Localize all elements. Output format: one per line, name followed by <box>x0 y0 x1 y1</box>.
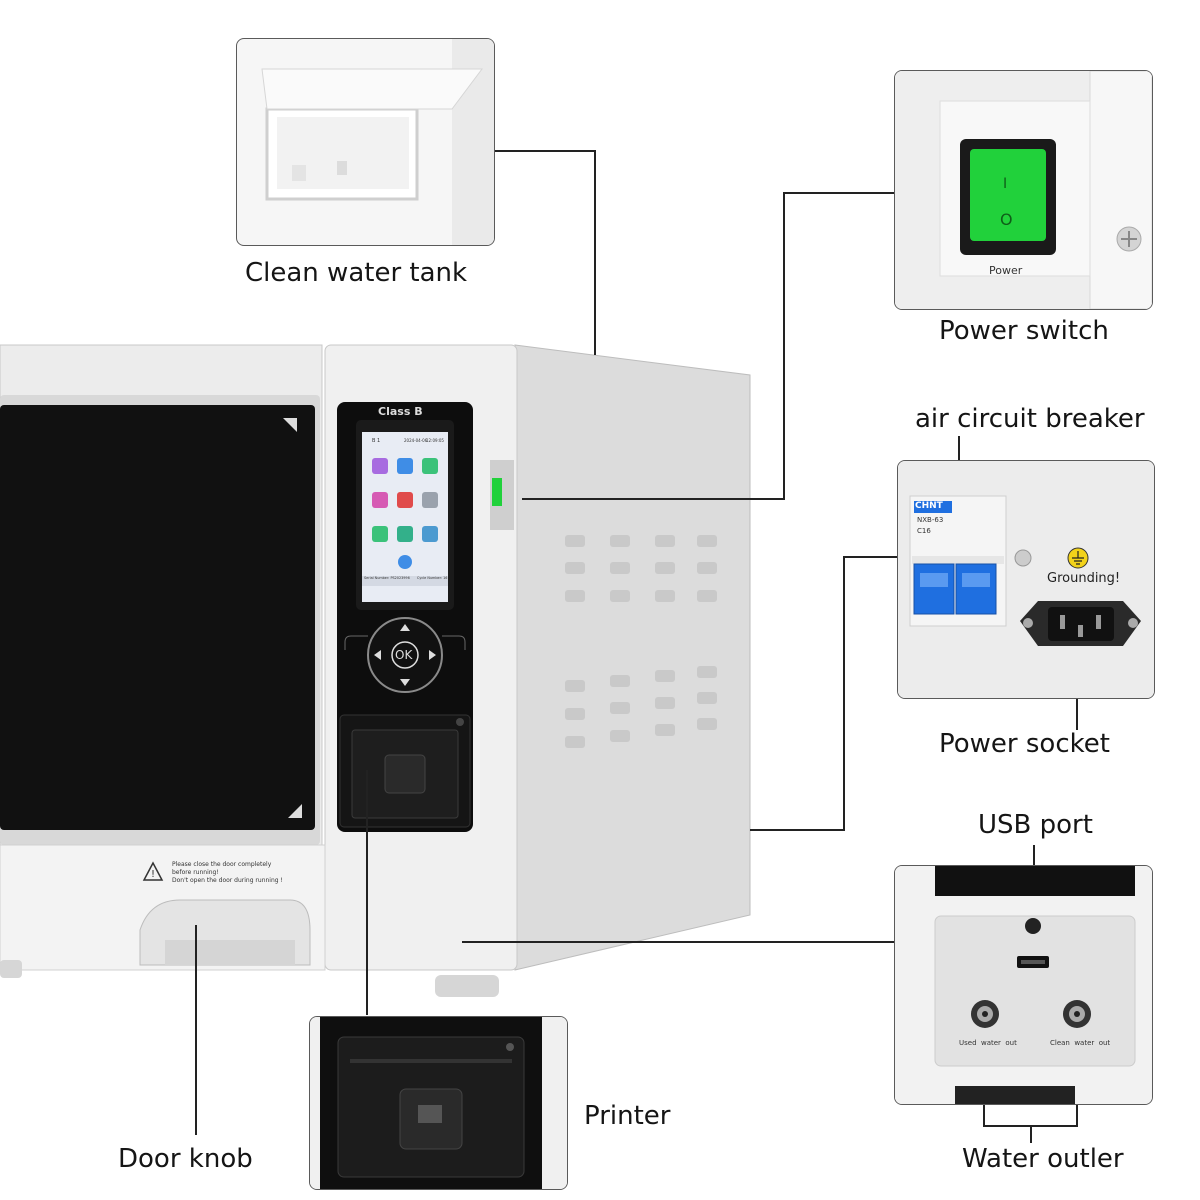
printer-callout <box>309 1016 568 1190</box>
breaker-rating: C16 <box>917 527 931 535</box>
svg-text:!: ! <box>151 869 155 880</box>
connector-power-h2 <box>522 498 785 500</box>
used-water-out-label: Used water out <box>959 1039 1017 1047</box>
power-switch-on-mark: I <box>1003 176 1008 192</box>
clean-water-tank-label: Clean water tank <box>245 258 468 288</box>
screen-status-left: B 1 <box>372 438 381 444</box>
warning-text: Please close the door completely before … <box>172 861 283 885</box>
clean-water-tank-callout <box>236 38 495 246</box>
door-knob-label: Door knob <box>118 1144 253 1174</box>
connector-printer <box>366 770 368 1015</box>
screen-footer-left: Serial Number: PS2023996 <box>364 576 410 580</box>
clean-water-out-label: Clean water out <box>1050 1039 1111 1047</box>
breaker-socket-callout <box>897 460 1155 699</box>
power-switch-off-mark: O <box>1000 210 1013 229</box>
panel-title: Class B <box>378 405 423 418</box>
ok-button[interactable]: OK <box>395 648 413 662</box>
autoclave-machine: ! <box>0 340 760 1000</box>
warning-line-2: before running! <box>172 869 219 876</box>
connector-breaker-v <box>843 556 845 831</box>
screen-footer-right: Cycle Number: 16 <box>417 576 448 580</box>
connector-tank-v <box>594 150 596 355</box>
connector-breaker-h1 <box>843 556 899 558</box>
water-outler-label: Water outler <box>962 1144 1124 1174</box>
power-caption: Power <box>989 264 1023 277</box>
screen-status-time: 12:09:05 <box>426 438 444 443</box>
connector-power-v <box>783 192 785 499</box>
printer-label: Printer <box>584 1101 671 1131</box>
connector-usb-h <box>462 941 895 943</box>
usb-water-callout <box>894 865 1153 1105</box>
connector-doorknob <box>195 925 197 1135</box>
grounding-text: Grounding! <box>1047 571 1121 586</box>
breaker-brand: CHNT <box>915 501 943 511</box>
power-switch-label: Power switch <box>939 316 1109 346</box>
connector-breaker-h2 <box>750 829 845 831</box>
usb-port-label: USB port <box>978 810 1093 840</box>
screen-status-date: 2024-04-06 <box>404 438 428 443</box>
connector-water-v <box>1030 1125 1032 1143</box>
power-socket-label: Power socket <box>939 729 1110 759</box>
breaker-model: NXB-63 <box>917 516 944 524</box>
warning-line-1: Please close the door completely <box>172 861 272 868</box>
connector-power-h1 <box>783 192 895 194</box>
power-switch-callout <box>894 70 1153 310</box>
warning-line-3: Don't open the door during running ! <box>172 877 283 884</box>
air-circuit-breaker-label: air circuit breaker <box>915 404 1145 434</box>
connector-tank-h <box>494 150 596 152</box>
